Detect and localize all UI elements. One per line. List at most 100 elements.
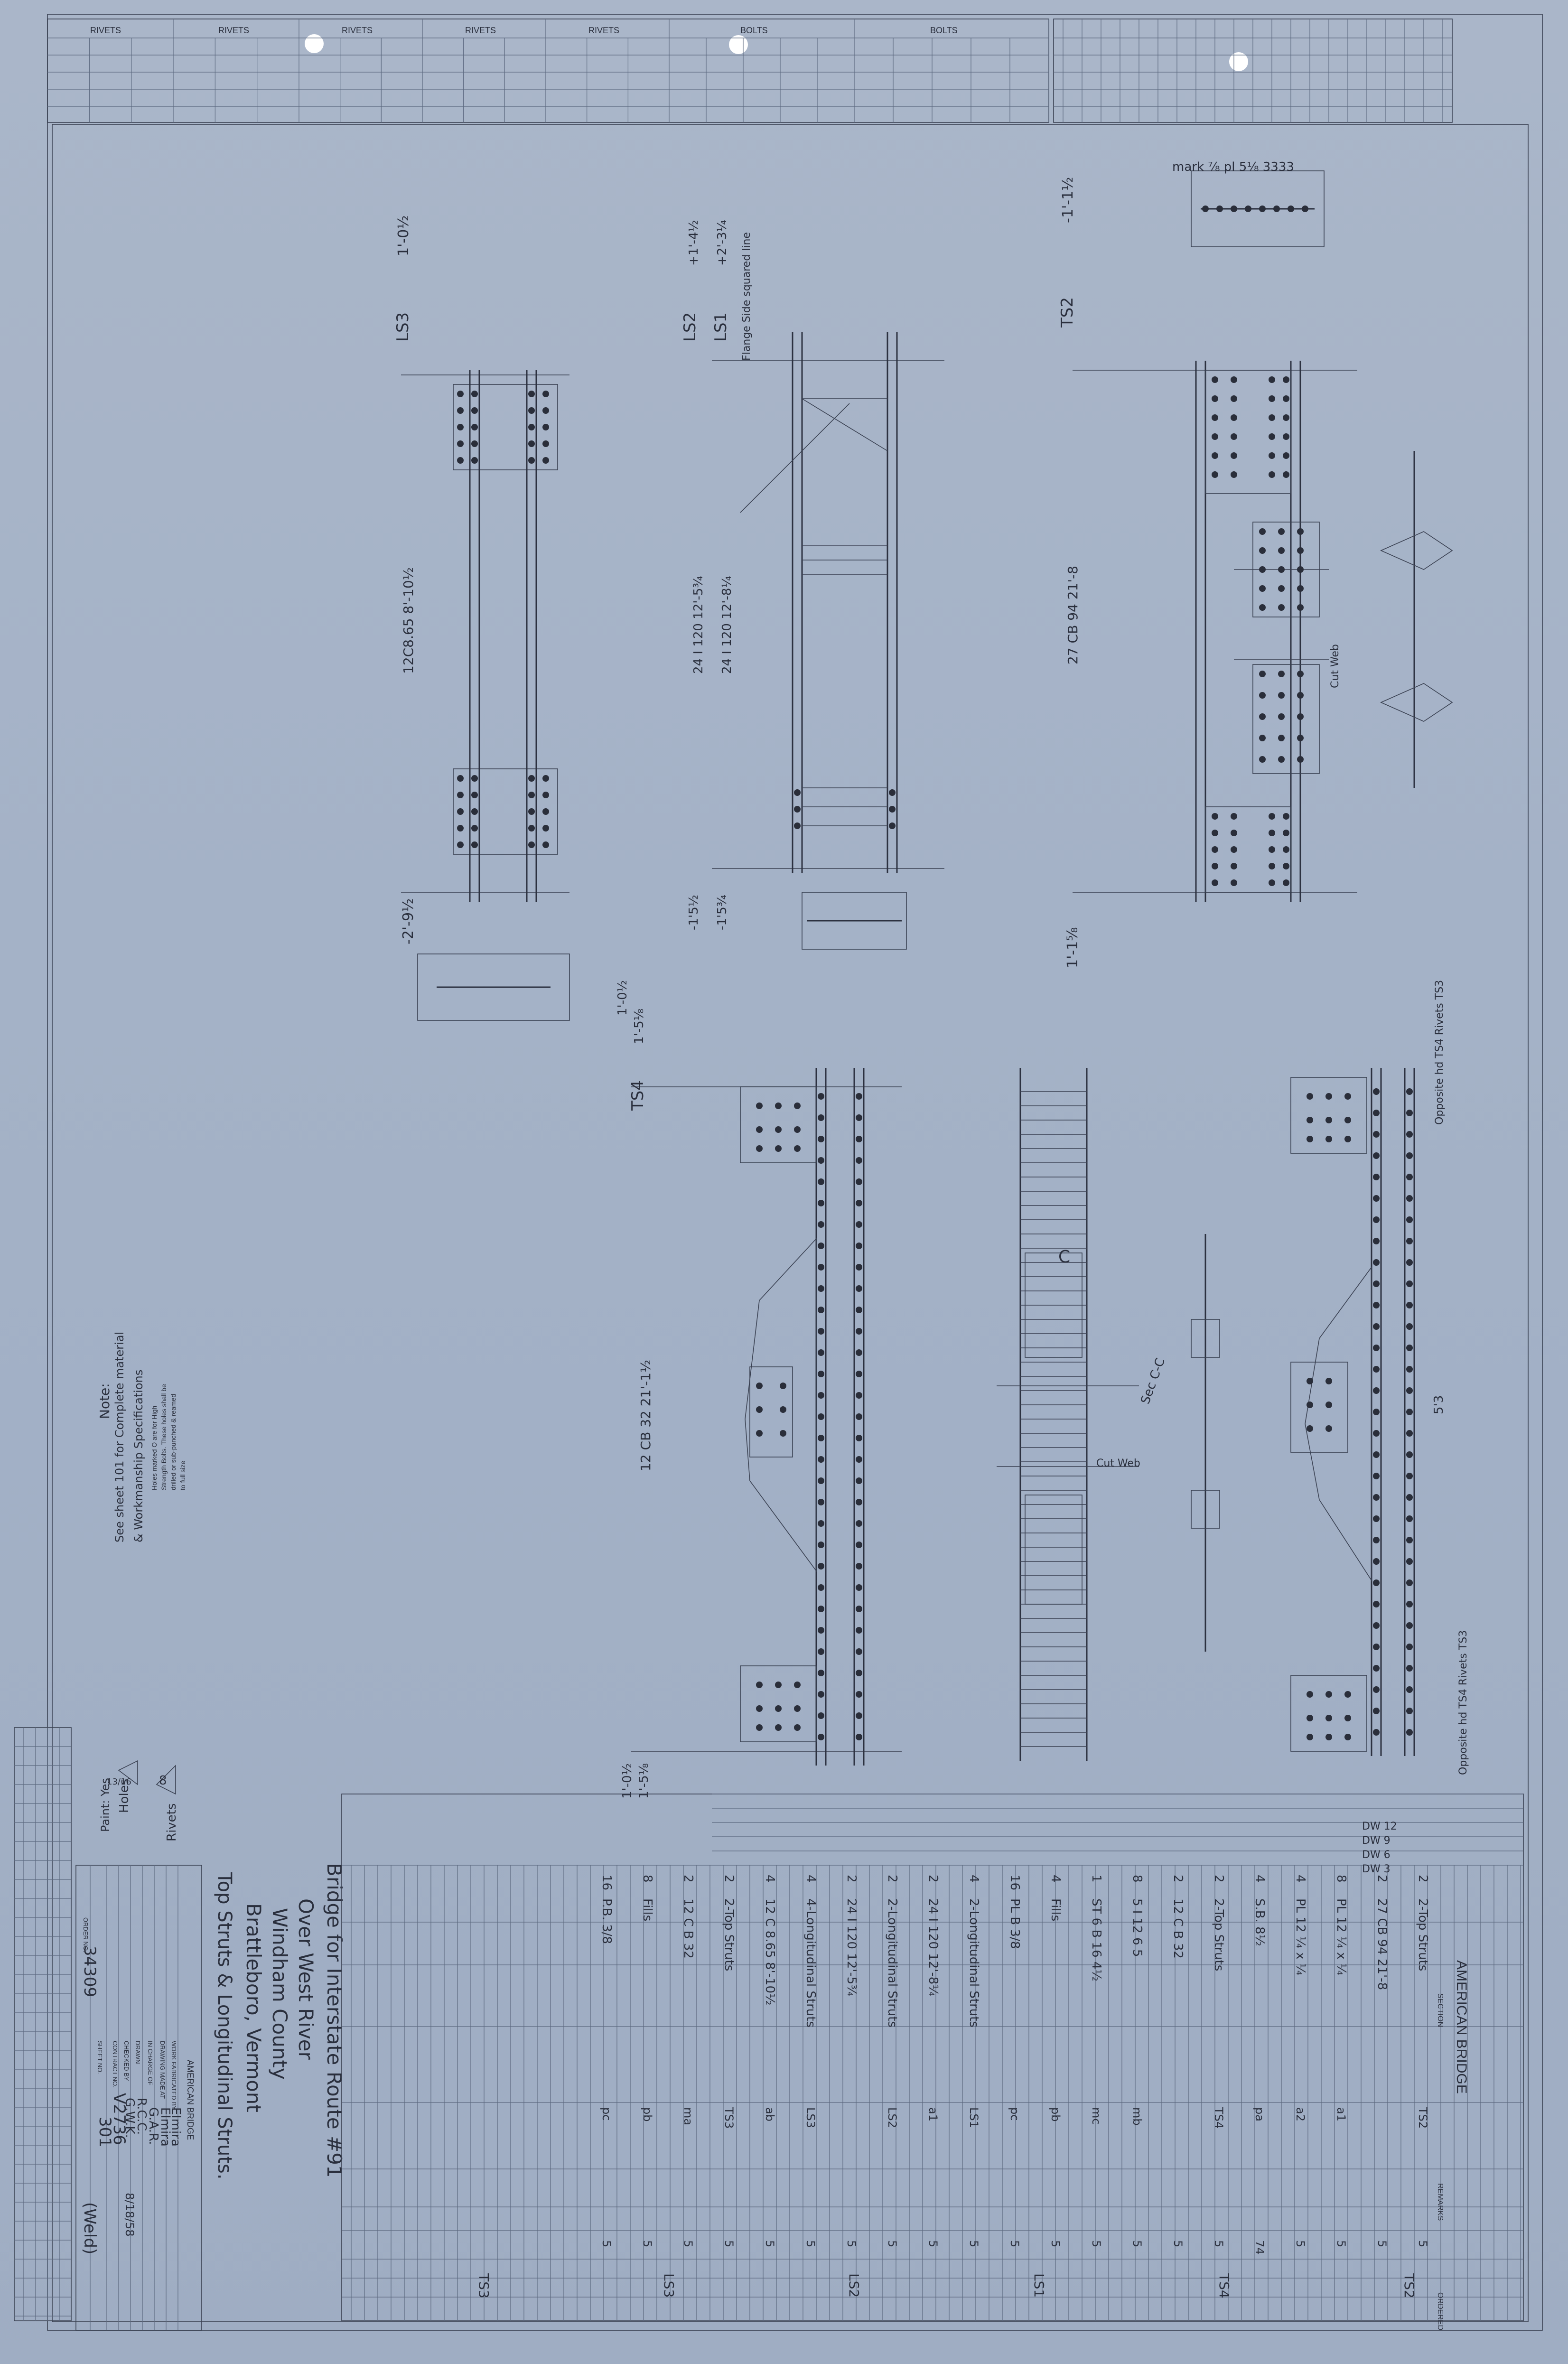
mat-mark: a1: [926, 2107, 940, 2121]
rivet-dot: [1373, 1622, 1380, 1629]
rivet-dot: [1297, 756, 1304, 763]
rivet-dot: [1406, 1259, 1413, 1266]
mat-weight: 5: [845, 2240, 858, 2247]
rivet-dot: [1231, 813, 1237, 820]
rivet-dot: [856, 1712, 862, 1719]
rivet-dot: [818, 1093, 824, 1100]
rivet-dot: [794, 1126, 801, 1133]
rivet-dot: [1297, 692, 1304, 699]
rivet-dot: [856, 1435, 862, 1441]
ls3-mark: LS3: [393, 312, 412, 342]
tb-contract-no: V2736: [110, 2093, 129, 2145]
rivet-symbol: 8: [159, 1774, 167, 1788]
rivet-dot: [471, 775, 478, 782]
ts3-dim: 5'3: [1432, 1395, 1446, 1414]
rivet-dot: [542, 457, 549, 464]
rivet-dot: [818, 1307, 824, 1313]
rivet-dot: [856, 1734, 862, 1740]
rivet-dot: [1231, 471, 1237, 478]
rivet-dot: [1212, 471, 1218, 478]
rivet-dot: [818, 1542, 824, 1548]
rivet-dot: [1269, 863, 1275, 869]
rivet-dot: [1212, 846, 1218, 853]
rivet-dot: [528, 407, 535, 414]
rivet-dot: [818, 1114, 824, 1121]
rivet-dot: [542, 440, 549, 447]
rivet-dot: [1259, 528, 1266, 535]
rivet-dot: [471, 407, 478, 414]
rivet-dot: [1406, 1622, 1413, 1629]
rivet-dot: [542, 841, 549, 848]
rivet-dot: [1288, 206, 1294, 212]
tb-drawing-made: Elmira: [158, 2107, 172, 2147]
mat-desc: 27 CB 94 21'-8: [1375, 1898, 1389, 1990]
rivet-dot: [1269, 376, 1275, 383]
rivet-dot: [856, 1264, 862, 1271]
ls2-ls1-note: Flange Side squared line: [741, 232, 753, 361]
mat-mark: mc: [1090, 2107, 1103, 2125]
rivet-dot: [1373, 1579, 1380, 1586]
dw-mark: DW 12: [1362, 1821, 1397, 1832]
rivet-dot: [780, 1406, 786, 1413]
ls3-member: 12C8.65 8'-10½: [401, 567, 416, 674]
rivet-dot: [1373, 1088, 1380, 1095]
rivet-dot: [1283, 471, 1289, 478]
lower-left-table: [14, 1727, 72, 2321]
rivet-dot: [1325, 1425, 1332, 1432]
mat-mark: pa: [1253, 2107, 1266, 2121]
header-group-label: RIVETS: [342, 26, 373, 35]
shop-mark-box: LS3: [661, 2273, 677, 2298]
rivet-dot: [1231, 863, 1237, 869]
rivet-dot: [1231, 830, 1237, 836]
rivet-dot: [1406, 1451, 1413, 1458]
mat-mark: LS2: [886, 2107, 899, 2128]
rivet-dot: [1278, 547, 1285, 554]
rivet-dot: [818, 1371, 824, 1377]
rivet-dot: [1307, 1378, 1313, 1384]
rivet-dot: [1406, 1708, 1413, 1714]
rivet-dot: [1325, 1715, 1332, 1721]
rivet-dot: [457, 792, 464, 798]
rivet-dot: [794, 1705, 801, 1712]
ls1-top-dim: +2'-3¼: [715, 220, 729, 266]
rivet-dot: [818, 1456, 824, 1463]
rivet-dot: [1373, 1323, 1380, 1330]
rivet-dot: [1278, 692, 1285, 699]
rivet-dot: [889, 822, 896, 829]
mat-header: ORDERED: [1436, 2292, 1444, 2330]
rivet-dot: [1406, 1302, 1413, 1308]
rivet-dot: [794, 1682, 801, 1688]
rivet-dot: [542, 391, 549, 397]
rivet-dot: [1278, 671, 1285, 677]
rivet-dot: [1373, 1131, 1380, 1138]
rivet-dot: [818, 1520, 824, 1527]
title-line-3: Windham County: [268, 1908, 291, 2080]
rivet-dot: [856, 1285, 862, 1292]
header-right-grid: [1053, 19, 1453, 123]
rivet-dot: [1344, 1093, 1351, 1100]
rivet-dot: [471, 792, 478, 798]
rivet-dot: [1406, 1537, 1413, 1543]
ts3-elevation: Opposite hd TS4 Rivets TS3 Opposite hd T…: [1290, 980, 1469, 1775]
rivet-dot: [1406, 1644, 1413, 1650]
rivet-dot: [1344, 1691, 1351, 1698]
mat-desc: 5 I 12 6 5: [1130, 1898, 1144, 1957]
ts4-mark: TS4: [628, 1080, 647, 1111]
mat-weight: 74: [1253, 2240, 1266, 2255]
rivet-dot: [1231, 846, 1237, 853]
rivet-dot: [818, 1285, 824, 1292]
center-cut-web: Cut Web: [1096, 1458, 1140, 1469]
rivet-dot: [856, 1371, 862, 1377]
rivet-dot: [856, 1477, 862, 1484]
legend: 13/16 Holes 8 Rivets Paint: Yes: [99, 1760, 179, 1841]
rivet-dot: [457, 808, 464, 815]
rivet-dot: [889, 789, 896, 796]
rivet-label: Rivets: [165, 1803, 179, 1841]
rivet-dot: [818, 1499, 824, 1505]
rivet-dot: [1373, 1238, 1380, 1244]
fine-print-line: Strength Bolts. These holes shall be: [160, 1384, 168, 1490]
ts2-tag: mark ⅞ pl 5⅛ 3333: [1172, 160, 1294, 174]
rivet-dot: [1373, 1152, 1380, 1159]
ts3-note-bottom: Opposite hd TS4 Rivets TS3: [1457, 1630, 1469, 1775]
